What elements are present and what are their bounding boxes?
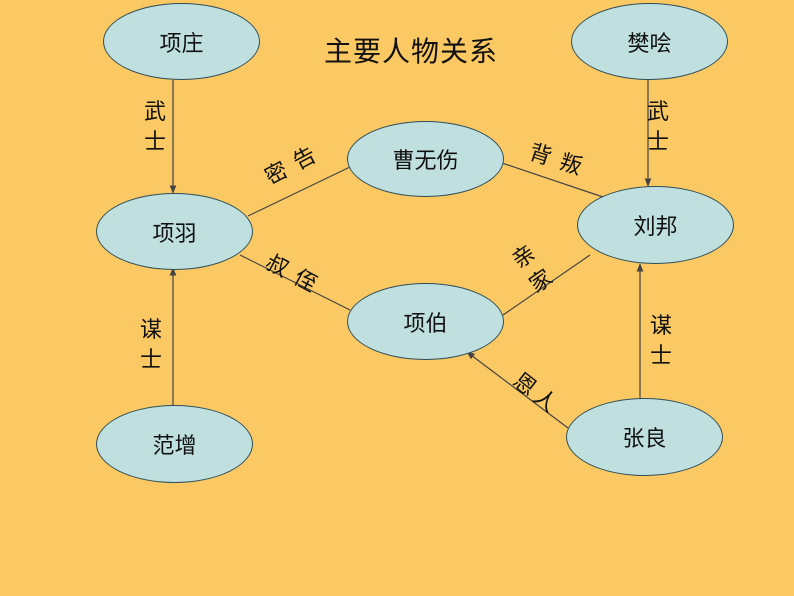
node-xiangbo: 项伯 <box>347 283 504 360</box>
diagram-title: 主要人物关系 <box>323 35 498 68</box>
node-caowushang: 曹无伤 <box>347 121 504 197</box>
label-wushi-right: 武 士 <box>647 100 670 155</box>
edge-xiangyu-caowushang <box>247 166 351 217</box>
label-moushi-left: 谋 士 <box>140 318 163 373</box>
node-fanzeng: 范增 <box>96 405 253 483</box>
edge-xiangbo-liubang <box>502 254 591 316</box>
node-zhangliang: 张良 <box>566 398 723 476</box>
node-liubang: 刘邦 <box>577 186 734 264</box>
edge-xiangyu-xiangbo <box>239 254 351 311</box>
edge-caowushang-liubang <box>492 159 604 198</box>
label-moushi-right: 谋 士 <box>650 314 673 369</box>
node-fankuai: 樊哙 <box>571 3 728 80</box>
label-wushi-left: 武 士 <box>144 100 167 155</box>
edge-zhangliang-xiangbo <box>466 351 569 429</box>
node-xiangyu: 项羽 <box>96 193 253 270</box>
node-xiangzhuang: 项庄 <box>103 3 260 80</box>
